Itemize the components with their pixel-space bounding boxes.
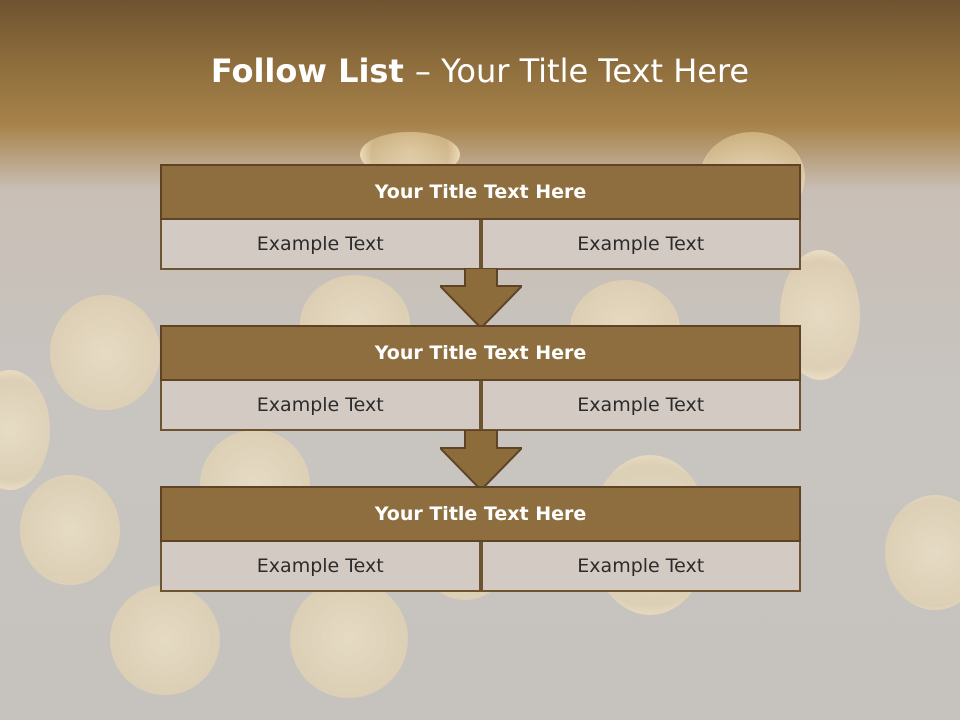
title-rest: – Your Title Text Here (414, 52, 750, 90)
step-row: Example Text Example Text (160, 381, 801, 431)
slide-title: Follow List – Your Title Text Here (0, 52, 960, 90)
step-box-1: Your Title Text Here Example Text Exampl… (160, 164, 801, 270)
down-arrow-icon (440, 430, 522, 490)
step-title: Your Title Text Here (160, 325, 801, 381)
step-box-2: Your Title Text Here Example Text Exampl… (160, 325, 801, 431)
step-row: Example Text Example Text (160, 220, 801, 270)
step-title: Your Title Text Here (160, 164, 801, 220)
title-bold: Follow List (210, 52, 415, 90)
step-row: Example Text Example Text (160, 542, 801, 592)
step-right-text: Example Text (480, 381, 801, 431)
step-right-text: Example Text (480, 220, 801, 270)
step-left-text: Example Text (160, 220, 481, 270)
step-box-3: Your Title Text Here Example Text Exampl… (160, 486, 801, 592)
down-arrow-icon (440, 268, 522, 328)
step-left-text: Example Text (160, 542, 481, 592)
step-right-text: Example Text (480, 542, 801, 592)
step-title: Your Title Text Here (160, 486, 801, 542)
step-left-text: Example Text (160, 381, 481, 431)
